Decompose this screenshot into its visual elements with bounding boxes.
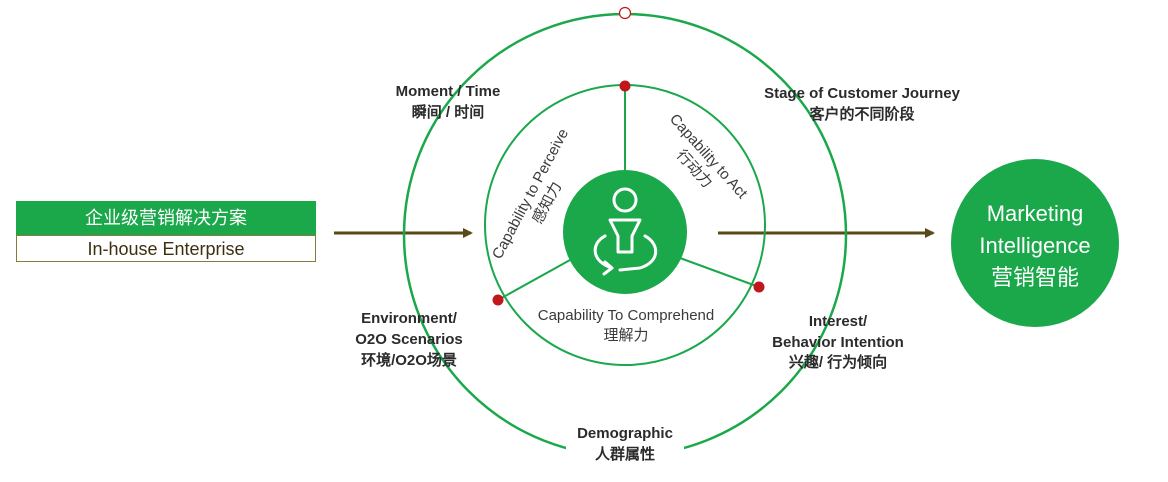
- spoke-left: [497, 259, 571, 301]
- enterprise-box-header: [16, 201, 316, 235]
- enterprise-box: 企业级营销解决方案 In-house Enterprise: [16, 201, 316, 262]
- svg-text:瞬间 / 时间: 瞬间 / 时间: [412, 103, 485, 121]
- svg-text:Stage of Customer Journey: Stage of Customer Journey: [764, 85, 961, 102]
- demographic-bg: [566, 420, 684, 464]
- marketing-intelligence-circle: [951, 159, 1119, 327]
- label-demographic: Demographic 人群属性: [566, 420, 684, 464]
- svg-text:Capability To Comprehend: Capability To Comprehend: [538, 307, 715, 324]
- svg-text:环境/O2O场景: 环境/O2O场景: [361, 351, 457, 369]
- svg-text:Interest/: Interest/: [809, 313, 868, 330]
- label-interest: Interest/ Behavior Intention 兴趣/ 行为倾向: [772, 313, 904, 371]
- mi-line3: 营销智能: [991, 265, 1079, 290]
- svg-text:兴趣/ 行为倾向: 兴趣/ 行为倾向: [789, 353, 887, 371]
- label-moment: Moment / Time 瞬间 / 时间: [396, 83, 501, 121]
- svg-text:客户的不同阶段: 客户的不同阶段: [808, 105, 914, 123]
- label-environment: Environment/ O2O Scenarios 环境/O2O场景: [355, 310, 463, 369]
- node-left: [492, 294, 504, 306]
- svg-text:人群属性: 人群属性: [595, 445, 655, 463]
- svg-text:Moment / Time: Moment / Time: [396, 83, 501, 100]
- enterprise-title: 企业级营销解决方案: [85, 208, 247, 228]
- node-right: [753, 281, 765, 293]
- svg-text:O2O Scenarios: O2O Scenarios: [355, 331, 463, 348]
- outer-ring-node: [618, 6, 632, 20]
- enterprise-subtitle: In-house Enterprise: [87, 239, 244, 259]
- mi-line1: Marketing: [987, 201, 1084, 226]
- svg-text:Demographic: Demographic: [577, 425, 673, 442]
- svg-text:Behavior Intention: Behavior Intention: [772, 334, 904, 351]
- mi-line2: Intelligence: [979, 233, 1090, 258]
- center-circle: [563, 170, 687, 294]
- svg-text:理解力: 理解力: [603, 327, 648, 344]
- enterprise-box-body: [16, 235, 316, 262]
- svg-text:Environment/: Environment/: [361, 310, 458, 327]
- spoke-right: [679, 257, 760, 288]
- person-cycle-icon: [593, 187, 658, 276]
- node-top: [619, 80, 631, 92]
- label-stage: Stage of Customer Journey 客户的不同阶段: [764, 85, 961, 123]
- capability-comprehend: Capability To Comprehend 理解力: [538, 307, 715, 344]
